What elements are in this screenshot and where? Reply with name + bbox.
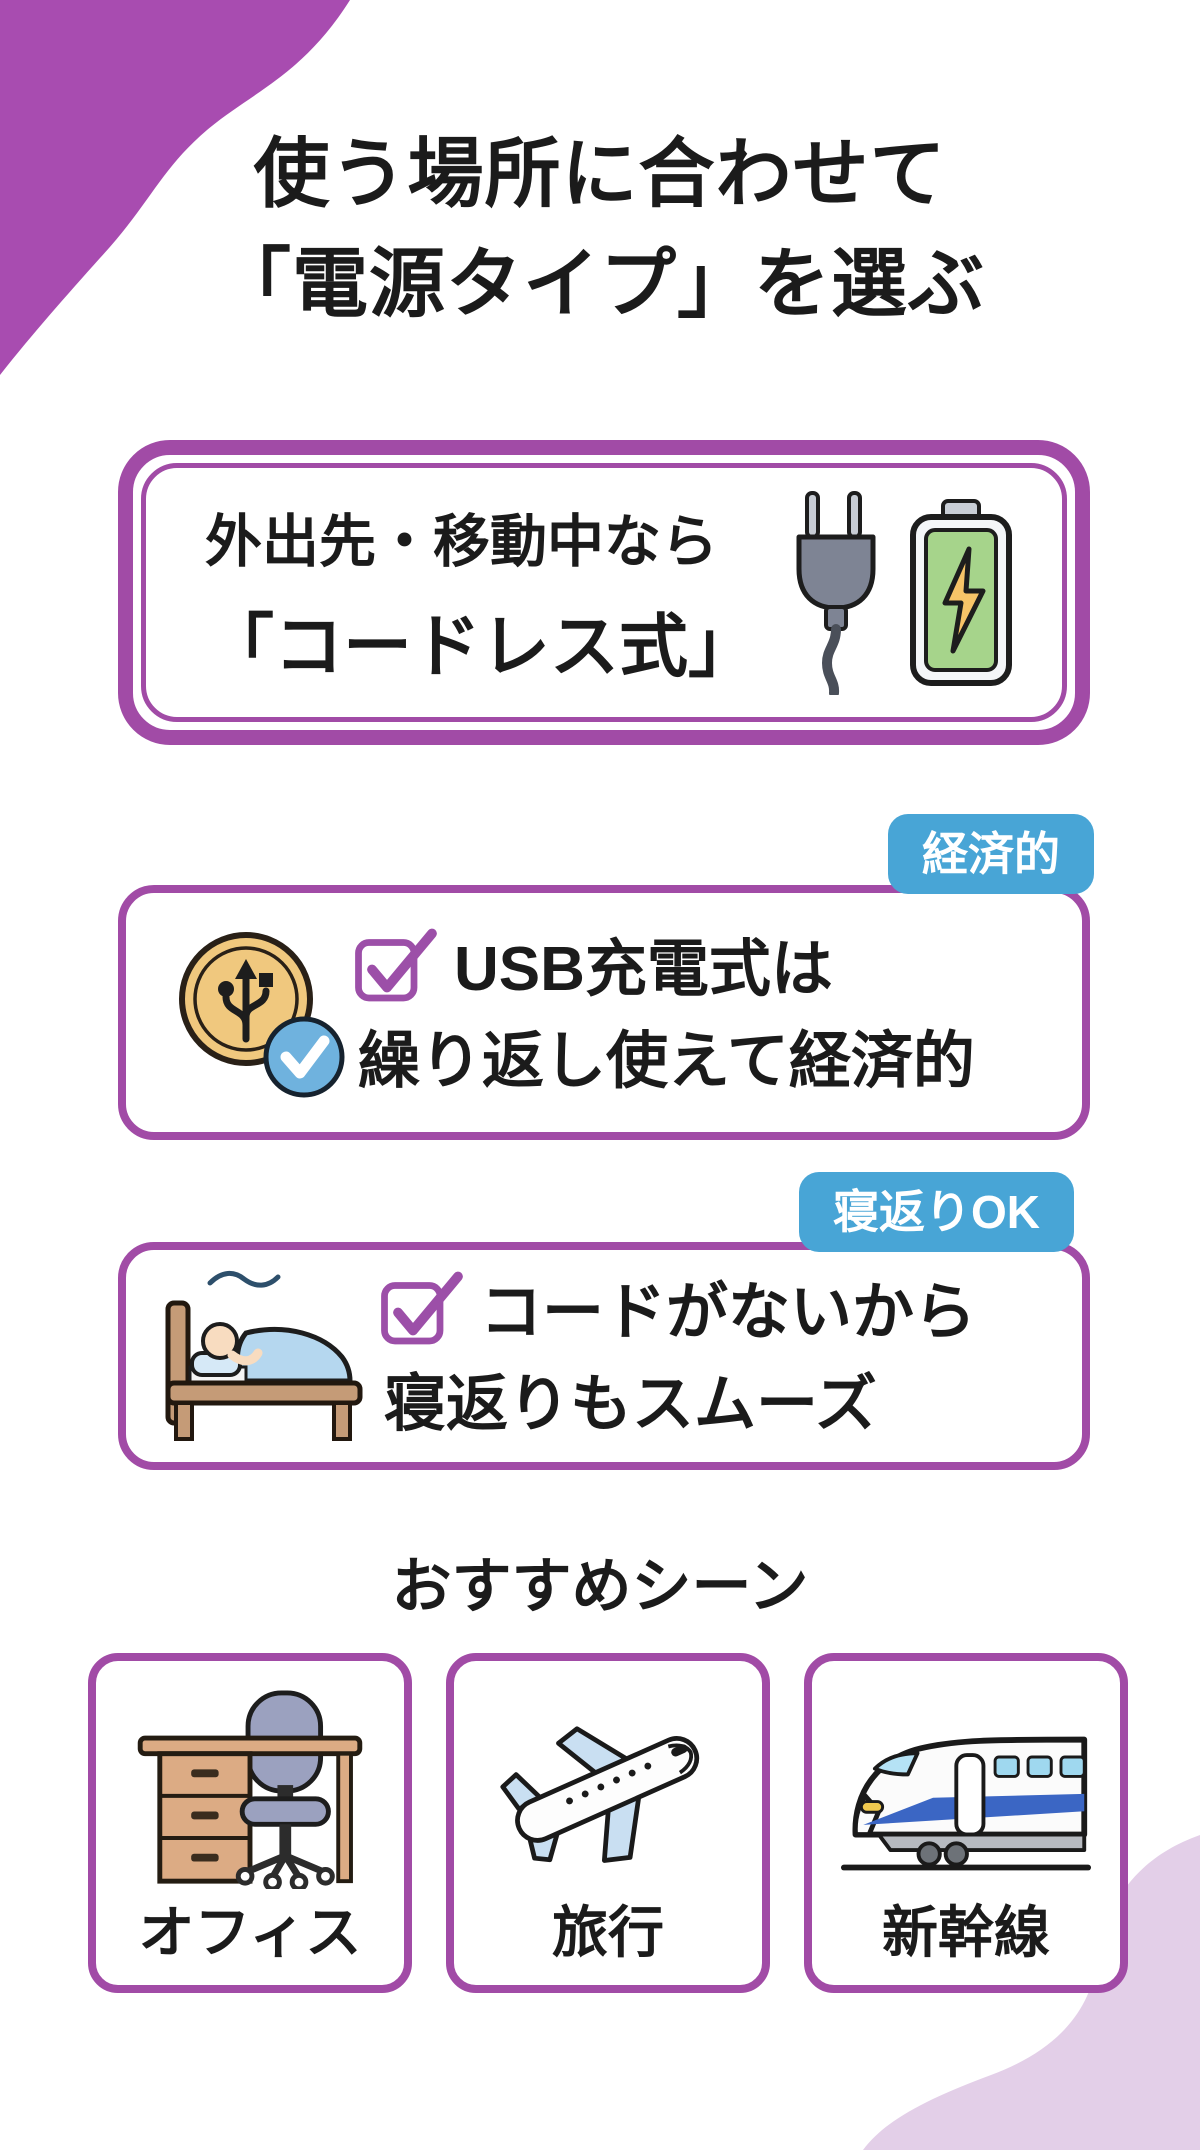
scene-label-office: オフィス bbox=[138, 1901, 362, 1964]
bullet-train-icon bbox=[840, 1736, 1092, 1871]
charging-battery-icon bbox=[910, 498, 1012, 686]
usb-rechargeable-card: 経済的 USB充電式は bbox=[118, 814, 1094, 1140]
sleeping-in-bed-icon bbox=[165, 1271, 363, 1441]
usb-coin-check-icon bbox=[179, 931, 345, 1097]
scene-card-office: オフィス bbox=[88, 1653, 412, 1993]
usb-card-line2: 繰り返し使えて経済的 bbox=[358, 1026, 975, 1096]
scene-card-row: オフィス bbox=[88, 1653, 1128, 1993]
hero-card-line2: 「コードレス式」 bbox=[205, 607, 757, 685]
sleep-card-line1: コードがないから bbox=[480, 1278, 977, 1347]
sleep-card-line2: 寝返りもスムーズ bbox=[384, 1370, 877, 1439]
power-plug-icon bbox=[796, 490, 876, 695]
hero-card-text: 外出先・移動中なら 「コードレス式」 bbox=[205, 496, 757, 690]
scene-label-shinkansen: 新幹線 bbox=[882, 1901, 1050, 1964]
usb-card-line1: USB充電式は bbox=[454, 934, 833, 1004]
hero-card-line1: 外出先・移動中なら bbox=[205, 509, 718, 574]
scene-label-travel: 旅行 bbox=[552, 1901, 664, 1964]
scene-card-shinkansen: 新幹線 bbox=[804, 1653, 1128, 1993]
scene-card-travel: 旅行 bbox=[446, 1653, 770, 1993]
office-desk-icon bbox=[137, 1690, 363, 1889]
sleep-ok-badge: 寝返りOK bbox=[799, 1172, 1074, 1252]
top-left-blob-decoration bbox=[0, 0, 350, 375]
airplane-icon bbox=[500, 1726, 700, 1863]
recommend-heading: おすすめシーン bbox=[391, 1553, 809, 1620]
no-cord-sleep-card: 寝返りOK コードがないから bbox=[118, 1172, 1090, 1470]
page-title-line1: 使う場所に合わせて bbox=[253, 132, 947, 217]
economical-badge: 経済的 bbox=[888, 814, 1094, 894]
page-title-line2: 「電源タイプ」を選ぶ bbox=[215, 242, 985, 328]
page-title: 使う場所に合わせて 「電源タイプ」を選ぶ bbox=[0, 120, 1200, 340]
cordless-hero-card: 外出先・移動中なら 「コードレス式」 bbox=[118, 440, 1090, 745]
purple-checkbox-icon bbox=[355, 928, 437, 1001]
purple-checkbox-icon bbox=[381, 1271, 463, 1345]
